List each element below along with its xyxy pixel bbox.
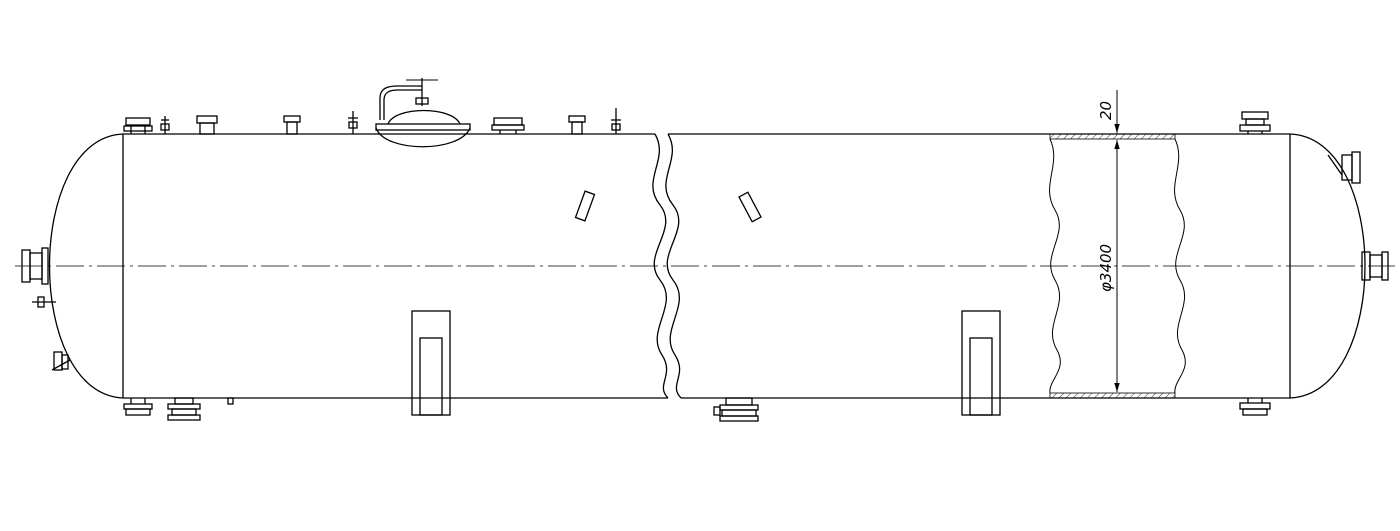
top-nozzle-5 — [348, 111, 358, 134]
diameter-label: φ3400 — [1097, 244, 1115, 292]
section-wavy-line-right — [1174, 138, 1186, 394]
saddle-support-left — [411, 310, 451, 416]
saddle-support-right — [961, 310, 1001, 416]
bottom-nozzle-3 — [713, 397, 759, 422]
right-head — [1289, 133, 1366, 399]
section-wavy-line-left — [1049, 138, 1061, 394]
right-head-nozzle-upper — [1327, 151, 1361, 184]
shell-wall-section-bottom — [1049, 392, 1176, 399]
left-head — [48, 133, 124, 399]
bottom-nozzle-2 — [167, 397, 201, 421]
top-nozzle-2 — [160, 116, 170, 134]
bottom-nozzle-1 — [123, 398, 153, 416]
wall-thickness-label: 20 — [1097, 101, 1115, 120]
right-head-nozzle-axis — [1361, 251, 1389, 281]
left-head-nozzle-small — [32, 296, 56, 308]
break-line-right — [665, 133, 682, 399]
top-nozzle-3 — [196, 115, 218, 135]
shell-wall-section-top — [1049, 133, 1176, 140]
top-nozzle-1 — [123, 117, 153, 134]
top-nozzle-8 — [611, 108, 621, 134]
top-nozzle-7 — [568, 115, 586, 135]
top-nozzle-9 — [1239, 111, 1271, 134]
internal-baffle-1 — [574, 190, 596, 222]
shell-right — [668, 133, 1290, 399]
bottom-nozzle-4 — [1239, 398, 1271, 416]
internal-baffle-2 — [738, 191, 762, 223]
top-nozzle-6 — [491, 117, 525, 134]
manhole — [375, 78, 471, 148]
left-head-nozzle-lower — [51, 351, 71, 371]
top-nozzle-4 — [283, 115, 301, 135]
break-line-left — [652, 133, 669, 399]
bottom-drain-stub — [227, 397, 234, 405]
left-head-nozzle-axis — [21, 247, 49, 285]
